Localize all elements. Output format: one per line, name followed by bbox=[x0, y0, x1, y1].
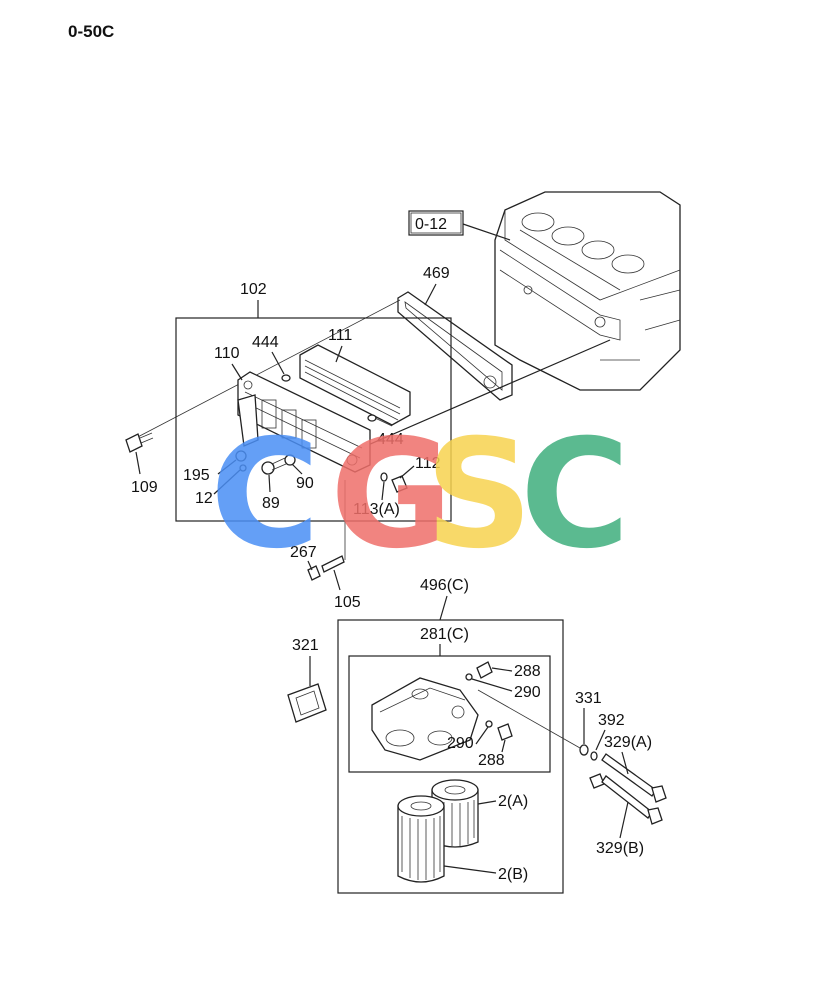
filter-head-box bbox=[348, 655, 551, 773]
label-444-bottom: 444 bbox=[377, 431, 404, 448]
label-496c: 496(C) bbox=[420, 577, 469, 594]
label-444-top: 444 bbox=[252, 334, 279, 351]
svg-text:S: S bbox=[425, 408, 533, 582]
label-89: 89 bbox=[262, 495, 280, 512]
label-331: 331 bbox=[575, 690, 602, 707]
cooler-element-111 bbox=[299, 344, 411, 426]
label-321: 321 bbox=[292, 637, 319, 654]
filter-head-281c bbox=[371, 677, 479, 761]
label-290-bottom: 290 bbox=[447, 735, 474, 752]
label-267: 267 bbox=[290, 544, 317, 561]
svg-text:G: G bbox=[330, 408, 453, 582]
label-329b: 329(B) bbox=[596, 840, 644, 857]
label-90: 90 bbox=[296, 475, 314, 492]
ref-box-label: 0-12 bbox=[415, 216, 447, 233]
label-102: 102 bbox=[240, 281, 267, 298]
page-code: 0-50C bbox=[68, 22, 114, 41]
label-288-top: 288 bbox=[514, 663, 541, 680]
label-105: 105 bbox=[334, 594, 361, 611]
filter-cartridge-2b bbox=[397, 795, 445, 883]
label-290-top: 290 bbox=[514, 684, 541, 701]
label-110: 110 bbox=[214, 345, 240, 362]
filter-box bbox=[337, 619, 564, 894]
svg-text:C: C bbox=[210, 408, 320, 582]
label-195: 195 bbox=[183, 467, 210, 484]
cooler-body-110 bbox=[237, 371, 371, 473]
label-2a: 2(A) bbox=[498, 793, 528, 810]
bolt-329a bbox=[601, 753, 667, 803]
label-12: 12 bbox=[195, 490, 213, 507]
label-469: 469 bbox=[423, 265, 450, 282]
svg-text:C: C bbox=[520, 408, 630, 582]
label-109: 109 bbox=[131, 479, 158, 496]
bolt-109 bbox=[125, 432, 154, 453]
label-329a: 329(A) bbox=[604, 734, 652, 751]
ref-box bbox=[408, 210, 464, 236]
bolt-89 bbox=[261, 457, 287, 475]
engine-block bbox=[494, 191, 681, 391]
gasket-469 bbox=[397, 291, 513, 401]
bolt-329b bbox=[589, 773, 663, 825]
label-112: 112 bbox=[415, 455, 441, 472]
label-288-bottom: 288 bbox=[478, 752, 505, 769]
label-113a: 113(A) bbox=[353, 501, 400, 518]
label-281c: 281(C) bbox=[420, 626, 469, 643]
gasket-321 bbox=[287, 683, 327, 723]
label-111: 111 bbox=[328, 327, 352, 344]
label-392: 392 bbox=[598, 712, 625, 729]
label-2b: 2(B) bbox=[498, 866, 528, 883]
watermark: C G S C bbox=[210, 408, 630, 582]
oil-cooler-box bbox=[175, 317, 452, 522]
